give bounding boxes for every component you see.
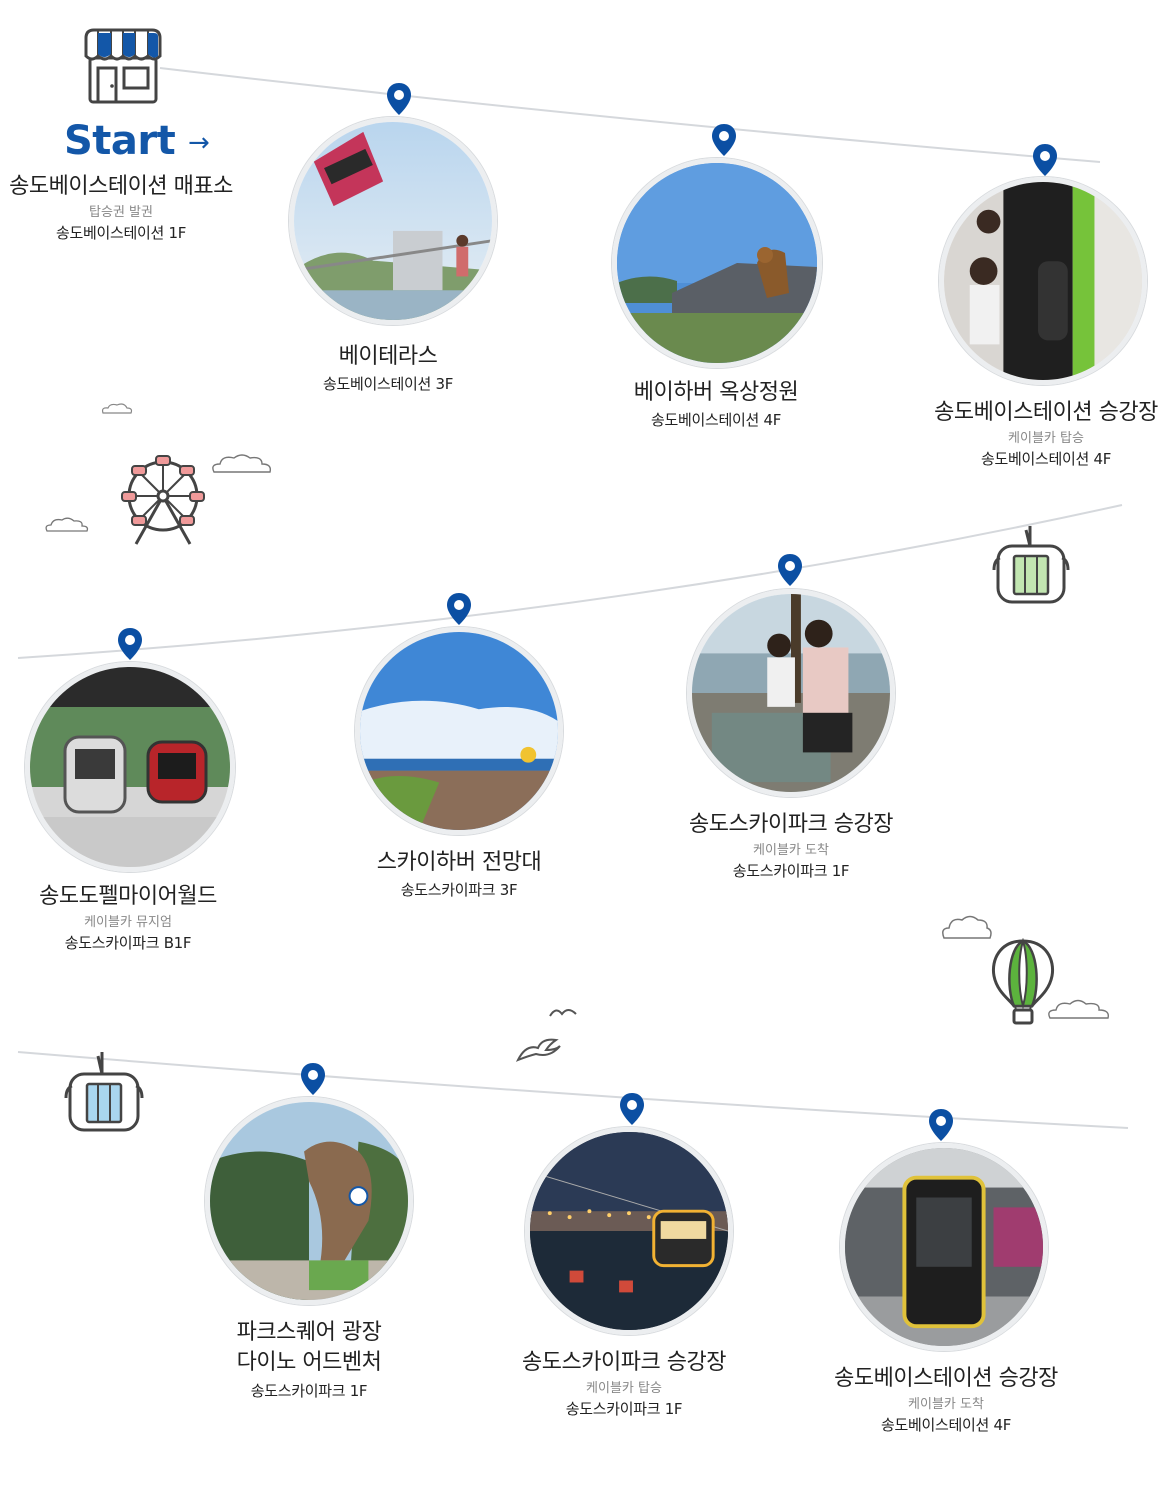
photo-sky-park-boarding (525, 1127, 733, 1335)
bird-icon (516, 1038, 561, 1062)
stop-title: 송도스카이파크 승강장 (689, 812, 893, 837)
stop-1-info: 베이테라스 송도베이스테이션 3F (323, 342, 453, 394)
photo-base-station-arrival (840, 1143, 1048, 1351)
ferris-wheel-icon (121, 455, 205, 545)
stop-title: 파크스퀘어 광장 (236, 1320, 382, 1345)
stop-floor: 송도베이스테이션 4F (980, 450, 1112, 469)
stop-floor: 송도베이스테이션 4F (880, 1416, 1012, 1435)
cloud-icon (1048, 999, 1109, 1019)
stop-sub: 케이블카 뮤지엄 (84, 914, 172, 930)
stop-sub: 케이블카 탑승 (1008, 430, 1084, 446)
stop-sub: 케이블카 도착 (753, 842, 829, 858)
stop-floor: 송도스카이파크 1F (565, 1400, 683, 1419)
stop-title: 송도도펠마이어월드 (39, 884, 217, 909)
cloud-icon (45, 517, 89, 532)
stop-title-2: 다이노 어드벤처 (236, 1349, 382, 1375)
location-pin-icon (118, 628, 142, 660)
hot-air-balloon-icon (991, 938, 1055, 1025)
photo-base-station-boarding (939, 177, 1147, 385)
start-floor: 송도베이스테이션 1F (55, 224, 187, 243)
photo-rooftop-garden (612, 158, 822, 368)
location-pin-icon (929, 1109, 953, 1141)
location-pin-icon (778, 554, 802, 586)
start-title: 송도베이스테이션 매표소 (9, 174, 233, 199)
photo-sky-park-arrival (687, 589, 895, 797)
stop-floor: 송도스카이파크 1F (250, 1382, 368, 1401)
start-arrow: → (188, 128, 210, 158)
cable-car-icon (64, 1052, 144, 1132)
stop-sub: 케이블카 탑승 (586, 1380, 662, 1396)
start-sub: 탑승권 발권 (89, 204, 153, 220)
stop-4-info: 송도도펠마이어월드 케이블카 뮤지엄 송도스카이파크 B1F (39, 882, 217, 953)
photo-doppelmayr-world (25, 662, 235, 872)
stop-sub: 케이블카 도착 (908, 1396, 984, 1412)
location-pin-icon (447, 593, 471, 625)
photo-dino-adventure (205, 1097, 413, 1305)
stop-2-info: 베이하버 옥상정원 송도베이스테이션 4F (633, 378, 799, 430)
start-label: Start (64, 118, 176, 164)
stop-floor: 송도베이스테이션 3F (322, 374, 454, 393)
cloud-icon (101, 403, 133, 414)
stop-title: 송도베이스테이션 승강장 (934, 400, 1158, 425)
location-pin-icon (1033, 144, 1057, 176)
stop-title: 스카이하버 전망대 (376, 850, 542, 875)
stop-7-info: 파크스퀘어 광장 다이노 어드벤처 송도스카이파크 1F (237, 1318, 382, 1402)
cloud-icon (212, 454, 272, 473)
shop-icon (84, 28, 162, 104)
start-info: 송도베이스테이션 매표소 탑승권 발권 송도베이스테이션 1F (9, 172, 233, 243)
stop-title: 베이하버 옥상정원 (633, 380, 799, 405)
stop-floor: 송도스카이파크 3F (400, 880, 518, 899)
location-pin-icon (712, 124, 736, 156)
stop-8-info: 송도스카이파크 승강장 케이블카 탑승 송도스카이파크 1F (522, 1348, 726, 1419)
location-pin-icon (301, 1063, 325, 1095)
stop-title: 송도스카이파크 승강장 (522, 1350, 726, 1375)
stop-title: 베이테라스 (338, 344, 438, 369)
stop-5-info: 스카이하버 전망대 송도스카이파크 3F (376, 848, 542, 900)
stop-3-info: 송도베이스테이션 승강장 케이블카 탑승 송도베이스테이션 4F (934, 398, 1158, 469)
cable-car-icon (992, 526, 1070, 604)
bird-icon (549, 1009, 577, 1017)
stop-6-info: 송도스카이파크 승강장 케이블카 도착 송도스카이파크 1F (689, 810, 893, 881)
photo-bay-terrace (289, 117, 497, 325)
stop-floor: 송도스카이파크 1F (732, 862, 850, 881)
photo-sky-harbor-observatory (355, 627, 563, 835)
stop-title: 송도베이스테이션 승강장 (834, 1366, 1058, 1391)
location-pin-icon (620, 1093, 644, 1125)
cloud-icon (942, 915, 992, 939)
stop-9-info: 송도베이스테이션 승강장 케이블카 도착 송도베이스테이션 4F (834, 1364, 1058, 1435)
location-pin-icon (387, 83, 411, 115)
stop-floor: 송도스카이파크 B1F (64, 934, 192, 953)
stop-floor: 송도베이스테이션 4F (650, 410, 782, 429)
